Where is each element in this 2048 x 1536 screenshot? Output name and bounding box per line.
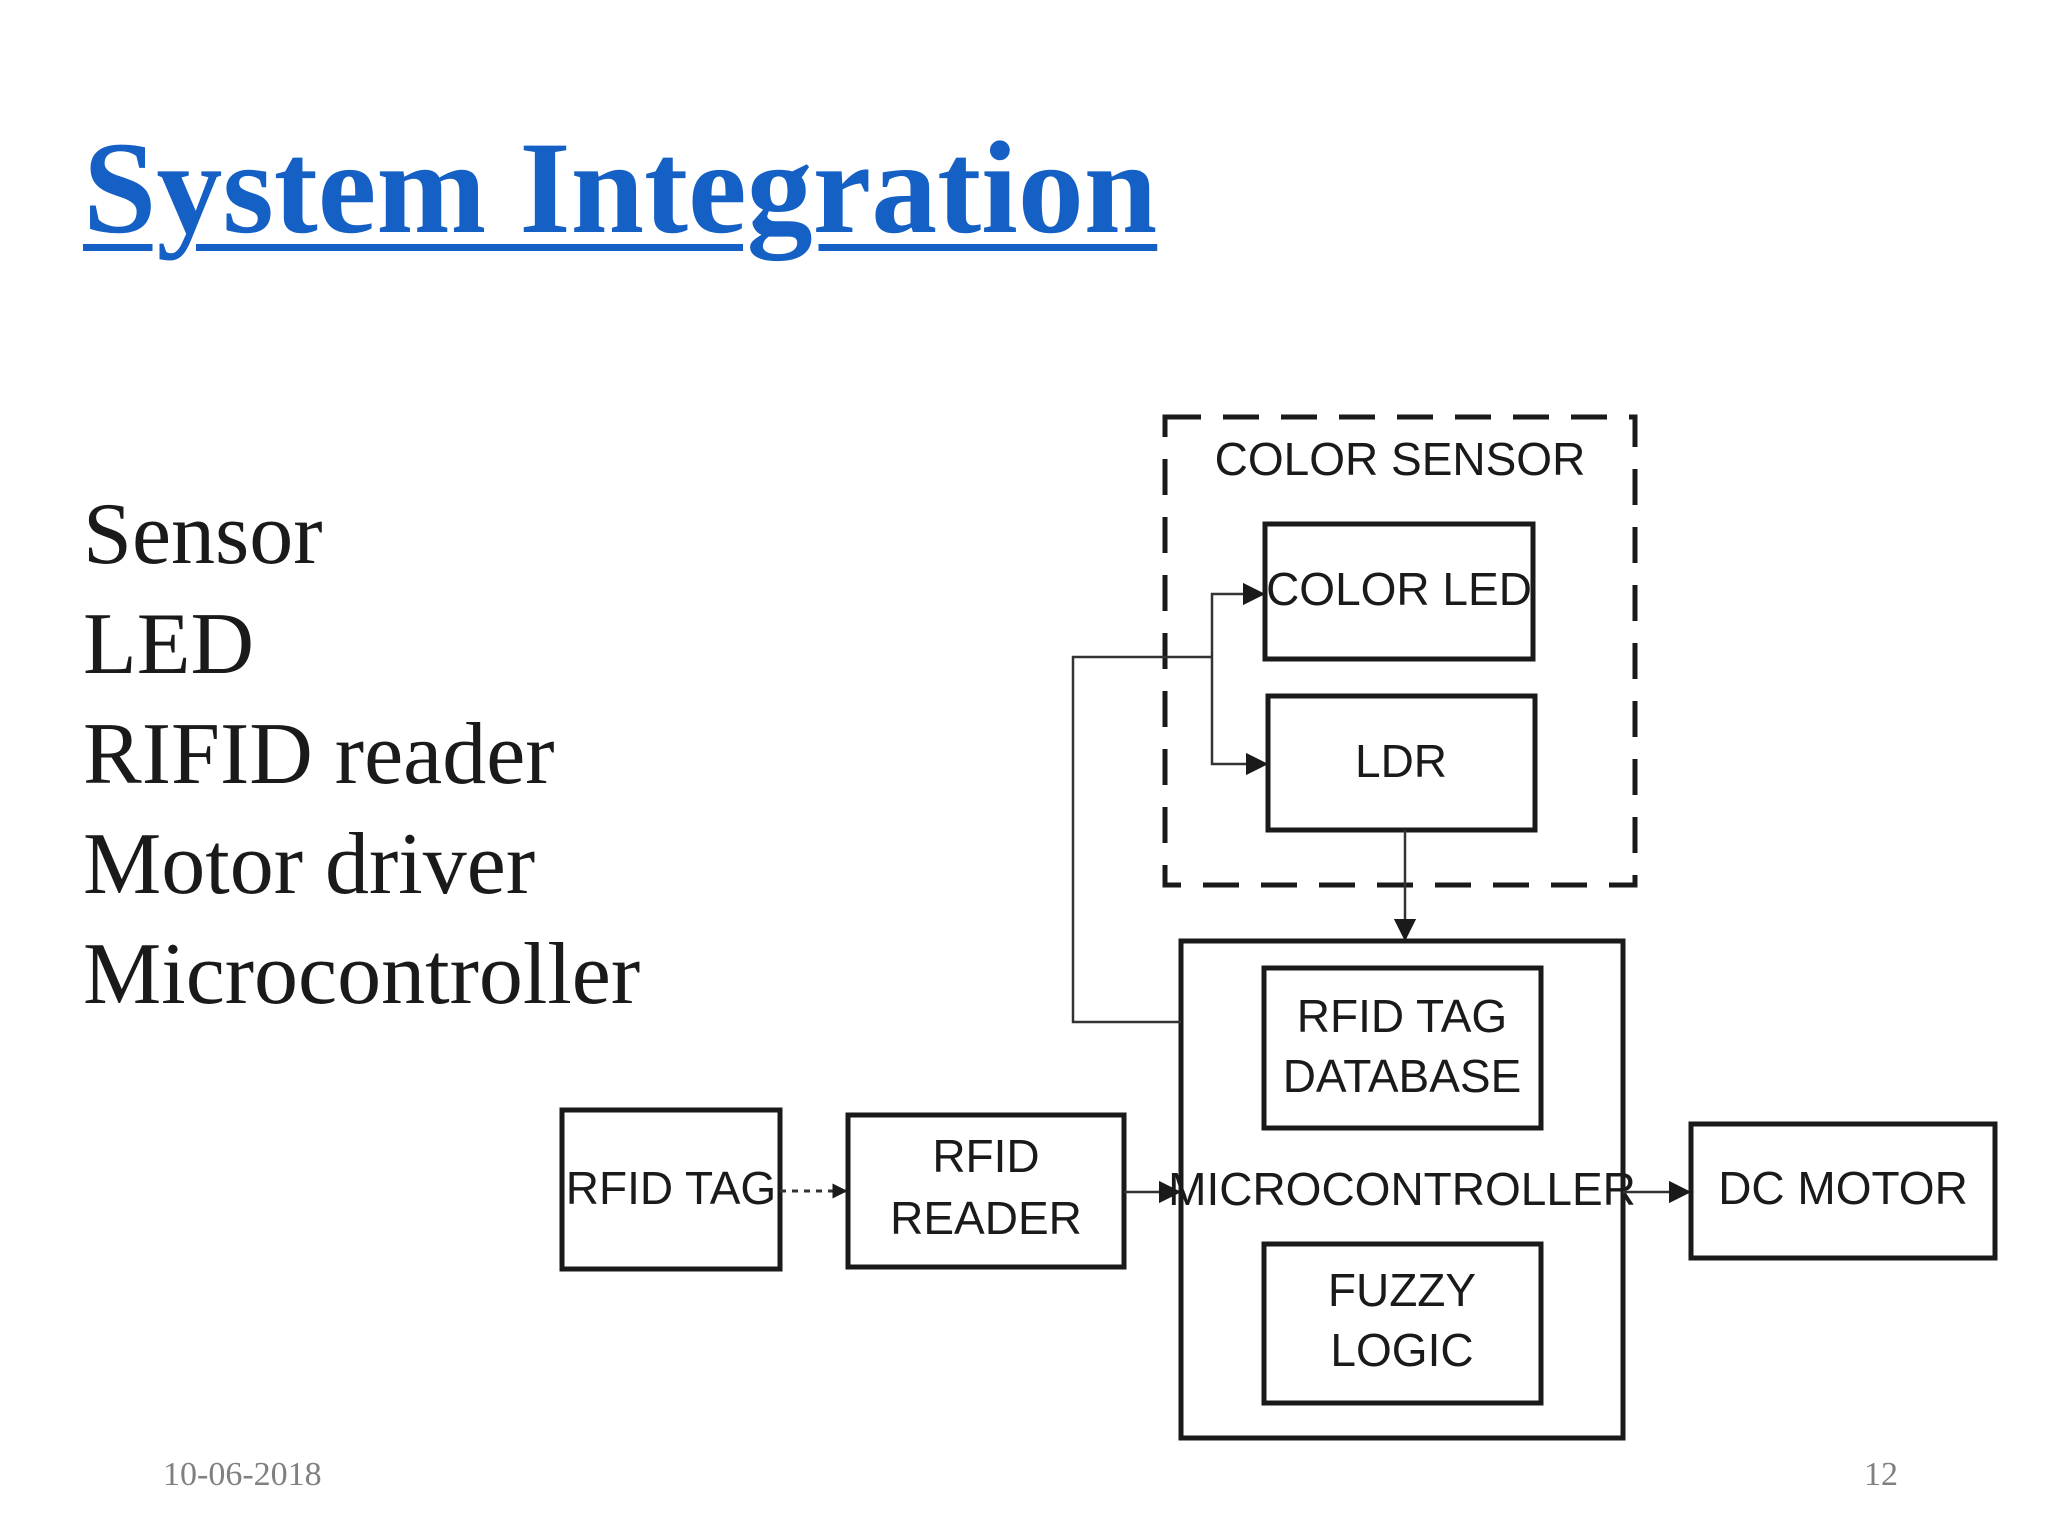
ldr-box [1265, 693, 1538, 833]
rfid-tag-database-label-line1: RFID TAG [1297, 990, 1507, 1042]
fuzzy-logic-label-line2: LOGIC [1330, 1324, 1473, 1376]
bullet-item: RIFID reader [83, 706, 555, 803]
bullet-list: Sensor LED RIFID reader Motor driver Mic… [83, 480, 640, 1030]
rfid-reader-label-line1: RFID [932, 1130, 1039, 1182]
color-sensor-label: COLOR SENSOR [1215, 433, 1586, 485]
page-number: 12 [1864, 1456, 1898, 1493]
bullet-item: LED [83, 596, 255, 693]
bullet-item: Sensor [83, 486, 323, 583]
rfid-tag-database-label-line2: DATABASE [1283, 1050, 1522, 1102]
feedback-wire [1071, 655, 1212, 1024]
fuzzy-logic-box [1261, 1241, 1544, 1406]
rfid-reader-label-line2: READER [890, 1192, 1082, 1244]
microcontroller-label: MICROCONTROLLER [1168, 1163, 1636, 1215]
bullet-item: Motor driver [83, 816, 536, 913]
footer-date: 10-06-2018 [163, 1456, 322, 1493]
color-led-label: COLOR LED [1266, 563, 1532, 615]
rfid-tag-box [559, 1107, 783, 1272]
rfid-tag-label: RFID TAG [566, 1162, 776, 1214]
dc-motor-box [1688, 1121, 1998, 1261]
branch-wire-ldr [1210, 657, 1269, 776]
fuzzy-logic-label-line1: FUZZY [1328, 1264, 1476, 1316]
bullet-item: Microcontroller [83, 926, 641, 1023]
rfid-tag-database-box [1261, 965, 1544, 1131]
ldr-label: LDR [1355, 735, 1447, 787]
slide-title: System Integration [83, 114, 1158, 261]
dc-motor-label: DC MOTOR [1718, 1162, 1968, 1214]
color-led-box [1262, 521, 1536, 662]
branch-wire-color-led [1210, 582, 1266, 657]
color-sensor-group [1162, 414, 1638, 888]
